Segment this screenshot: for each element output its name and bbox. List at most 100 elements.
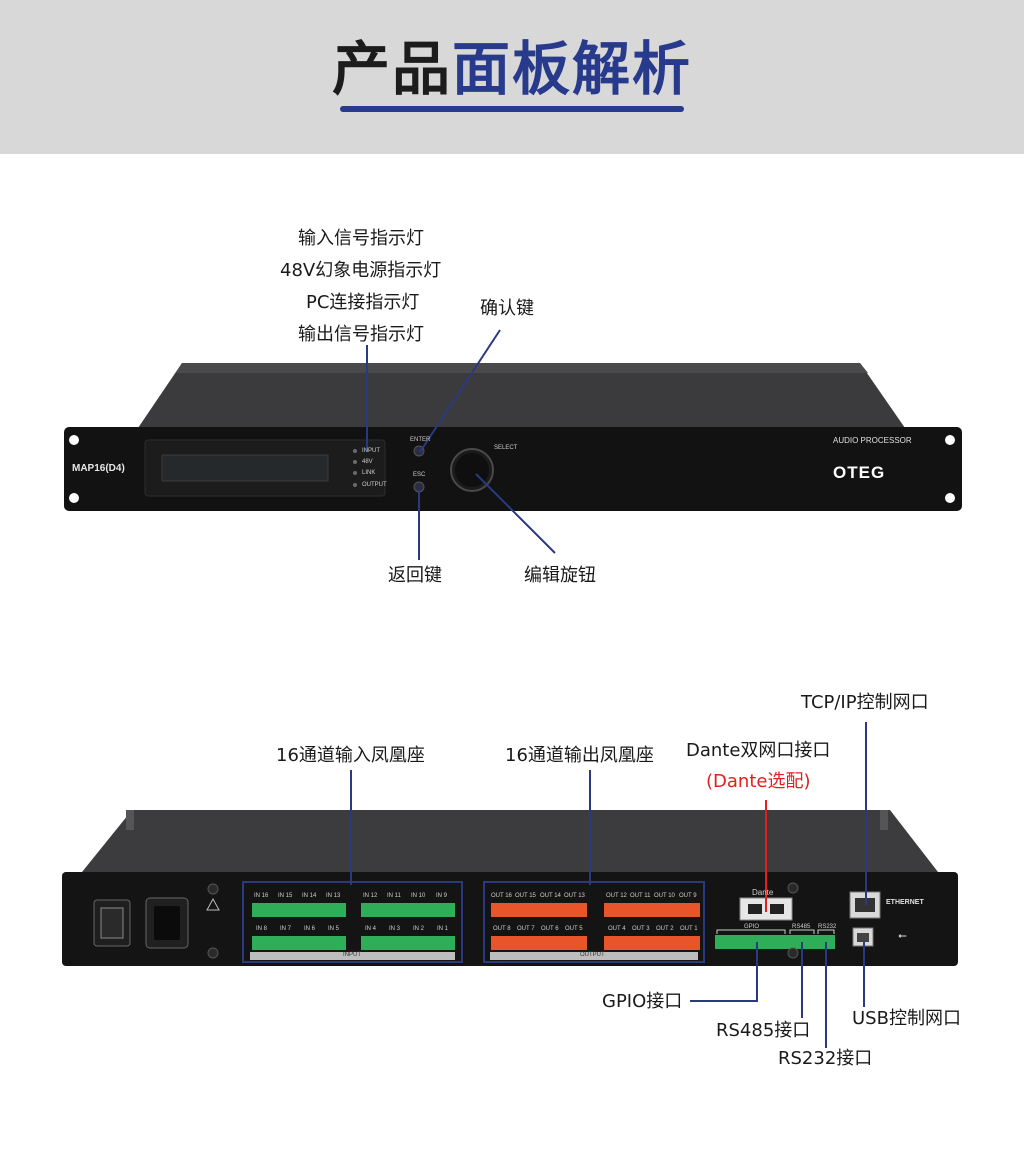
input-top-label: IN 12 (363, 893, 378, 899)
input-top-label: IN 16 (254, 893, 269, 899)
led-label-48v: 48V (362, 459, 373, 465)
output-bottom-label: OUT 4 (608, 926, 626, 932)
label-outputs: 16通道输出凤凰座 (505, 745, 654, 766)
input-caption: INPUT (343, 952, 361, 958)
label-rs485: RS485接口 (716, 1020, 811, 1041)
rack-hole (945, 493, 955, 503)
output-top-label: OUT 14 (540, 893, 561, 899)
link-led (353, 471, 357, 475)
output-bottom-label: OUT 7 (517, 926, 535, 932)
lcd-display (161, 454, 329, 482)
output-top-label: OUT 9 (679, 893, 697, 899)
terminal-block[interactable] (604, 936, 700, 950)
output-top-label: OUT 13 (564, 893, 585, 899)
input-group-frame (242, 881, 463, 963)
output-caption: OUTPUT (580, 952, 605, 958)
esc-label: ESC (413, 472, 426, 478)
output-top-label: OUT 16 (491, 893, 512, 899)
terminal-block[interactable] (361, 903, 455, 917)
gpio-terminal[interactable] (715, 935, 835, 949)
input-top-label: IN 9 (436, 893, 448, 899)
led-label-input: INPUT (362, 448, 380, 454)
label-esc-key: 返回键 (388, 565, 442, 586)
input-bottom-label: IN 3 (389, 926, 401, 932)
terminal-block[interactable] (252, 936, 346, 950)
label-gpio: GPIO接口 (602, 991, 683, 1012)
gpio-caption: GPIO (744, 924, 760, 930)
output-bottom-label: OUT 2 (656, 926, 674, 932)
rack-hole (945, 435, 955, 445)
label-rs232: RS232接口 (778, 1048, 873, 1069)
terminal-block[interactable] (491, 936, 587, 950)
dante-logo: Dante (752, 888, 774, 897)
output-led (353, 483, 357, 487)
rear-top-surface (82, 810, 938, 872)
rear-panel (62, 872, 958, 966)
page-title: 产品面板解析 (0, 22, 1024, 106)
front-top-surface (138, 363, 905, 428)
ethernet-caption: ETHERNET (886, 899, 924, 906)
product-name: AUDIO PROCESSOR (833, 436, 912, 445)
select-label: SELECT (494, 445, 518, 451)
brand-logo: OTEG (833, 463, 886, 482)
label-tcpip: TCP/IP控制网口 (801, 692, 929, 713)
output-top-label: OUT 15 (515, 893, 536, 899)
label-input-led: 输入信号指示灯 (298, 228, 424, 249)
output-top-label: OUT 11 (630, 893, 651, 899)
enter-label: ENTER (410, 437, 431, 443)
output-bottom-label: OUT 3 (632, 926, 650, 932)
input-top-label: IN 10 (411, 893, 426, 899)
output-top-label: OUT 12 (606, 893, 627, 899)
input-bottom-label: IN 2 (413, 926, 425, 932)
led-label-link: LINK (362, 470, 376, 476)
input-top-label: IN 15 (278, 893, 293, 899)
label-output-led: 输出信号指示灯 (298, 324, 424, 345)
label-dante-port: Dante双网口接口 (686, 740, 831, 761)
callout-line (690, 942, 758, 1002)
input-top-label: IN 14 (302, 893, 317, 899)
output-terminals (491, 903, 700, 950)
input-bottom-label: IN 7 (280, 926, 292, 932)
input-bottom-label: IN 6 (304, 926, 316, 932)
label-dante-option: (Dante选配) (706, 771, 811, 792)
title-part1: 产品 (331, 35, 452, 103)
input-top-label: IN 13 (326, 893, 341, 899)
warning-icon (206, 897, 220, 911)
output-top-label: OUT 10 (654, 893, 675, 899)
rack-hole (69, 435, 79, 445)
label-inputs: 16通道输入凤凰座 (276, 745, 425, 766)
rs485-caption: RS485 (792, 924, 811, 930)
label-enter-key: 确认键 (480, 298, 534, 319)
phantom-led (353, 460, 357, 464)
output-bottom-label: OUT 1 (680, 926, 698, 932)
input-bottom-label: IN 1 (437, 926, 449, 932)
terminal-block[interactable] (491, 903, 587, 917)
terminal-block[interactable] (604, 903, 700, 917)
title-underline (340, 106, 684, 112)
label-usb: USB控制网口 (852, 1008, 961, 1029)
usb-icon: ⭠ (898, 930, 907, 942)
output-bottom-label: OUT 6 (541, 926, 559, 932)
model-name: MAP16(D4) (72, 463, 125, 474)
label-phantom-led: 48V幻象电源指示灯 (280, 260, 442, 281)
input-led (353, 449, 357, 453)
output-bottom-label: OUT 5 (565, 926, 583, 932)
terminal-block[interactable] (361, 936, 455, 950)
label-knob: 编辑旋钮 (524, 565, 596, 586)
header-banner (0, 0, 1024, 154)
output-group-frame (483, 881, 705, 963)
input-terminals (252, 903, 455, 950)
label-pc-led: PC连接指示灯 (306, 292, 420, 313)
input-bottom-label: IN 4 (365, 926, 377, 932)
callout-line (419, 329, 501, 453)
callout-line (475, 473, 556, 554)
terminal-block[interactable] (252, 903, 346, 917)
input-bottom-label: IN 8 (256, 926, 268, 932)
rack-hole (69, 493, 79, 503)
output-bottom-label: OUT 8 (493, 926, 511, 932)
rs232-caption: RS232 (818, 924, 837, 930)
input-bottom-label: IN 5 (328, 926, 340, 932)
led-label-output: OUTPUT (362, 482, 387, 488)
title-part2: 面板解析 (452, 35, 693, 103)
